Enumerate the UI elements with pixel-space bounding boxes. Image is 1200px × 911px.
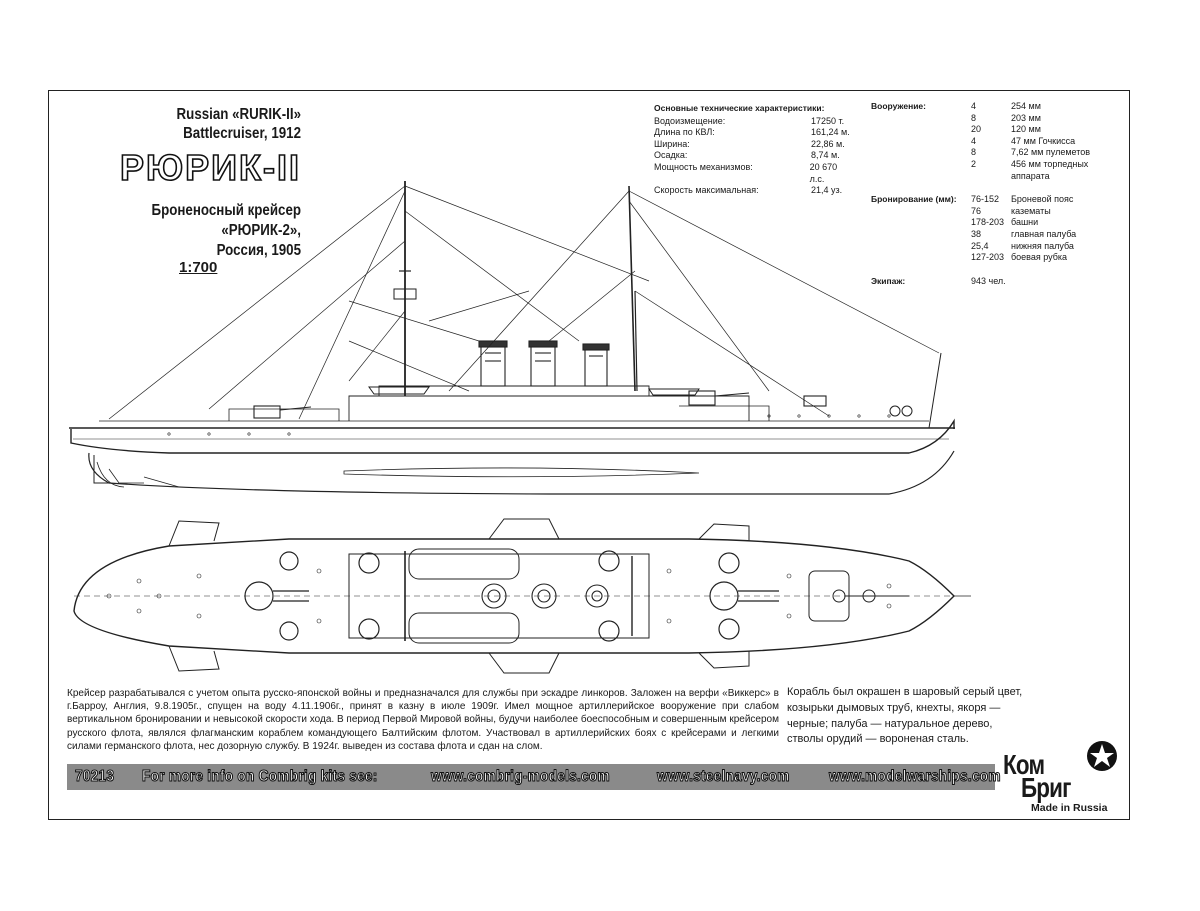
outline-ship-name: РЮРИК-II bbox=[119, 147, 301, 188]
spec-row: Мощность механизмов:20 670 л.с. bbox=[654, 161, 838, 184]
side-profile bbox=[69, 181, 955, 495]
russian-name: Броненосный крейсер «РЮРИК-2», bbox=[151, 202, 301, 239]
website-link-steelnavy[interactable]: www.steelnavy.com bbox=[656, 767, 790, 785]
paint-description: Корабль был окрашен в шаровый серый цвет… bbox=[787, 686, 1023, 746]
history-description: Крейсер разрабатывался с учетом опыта ру… bbox=[67, 688, 779, 752]
russian-country-year: Россия, 1905 bbox=[216, 242, 301, 259]
made-in-label: Made in Russia bbox=[1031, 802, 1108, 814]
scale-label: 1:700 bbox=[179, 259, 218, 276]
spacer bbox=[871, 264, 1121, 276]
crew-label: Экипаж: bbox=[871, 275, 906, 286]
armament-label: Вооружение: bbox=[871, 101, 926, 111]
drawing-sheet: Russian «RURIK-II» Battlecruiser, 1912 Р… bbox=[48, 90, 1130, 820]
combrig-logo: Ком Бриг Made in Russia bbox=[1001, 739, 1129, 817]
english-type: Battlecruiser, 1912 bbox=[183, 125, 301, 142]
spec-row: Ширина:22,86 м. bbox=[654, 138, 845, 149]
spec-row: Водоизмещение:17250 т. bbox=[654, 115, 845, 126]
website-link-modelwarships[interactable]: www.modelwarships.com bbox=[829, 767, 1002, 785]
plan-view bbox=[73, 518, 971, 674]
spec-row: Длина по КВЛ:161,24 м. bbox=[654, 127, 850, 138]
star-icon bbox=[1087, 741, 1117, 771]
spec-row: Скорость максимальная:21,4 уз. bbox=[654, 185, 843, 196]
website-link-combrig[interactable]: www.combrig-models.com bbox=[431, 767, 611, 785]
title-block: Russian «RURIK-II» Battlecruiser, 1912 Р… bbox=[111, 105, 301, 261]
footer-band: 70213 For more info on Combrig kits see:… bbox=[67, 764, 1001, 790]
spec-row: Осадка:8,74 м. bbox=[654, 150, 840, 161]
spacer bbox=[871, 182, 1121, 194]
logo-text-brig: Бриг bbox=[1021, 772, 1071, 803]
kit-code: 70213 bbox=[75, 767, 115, 785]
english-name: Russian «RURIK-II» bbox=[176, 106, 301, 123]
specs-table: Основные технические характеристики: Вод… bbox=[654, 103, 854, 197]
ship-drawing bbox=[69, 181, 971, 674]
crew-row: Экипаж:943 чел. bbox=[871, 275, 1006, 286]
more-info-text: For more info on Combrig kits see: bbox=[141, 767, 378, 785]
armament-row: аппарата bbox=[1011, 170, 1050, 181]
specs-heading: Основные технические характеристики: bbox=[654, 103, 825, 113]
armor-label: Бронирование (мм): bbox=[871, 194, 957, 205]
logo-text-kom: Ком bbox=[1003, 749, 1045, 780]
